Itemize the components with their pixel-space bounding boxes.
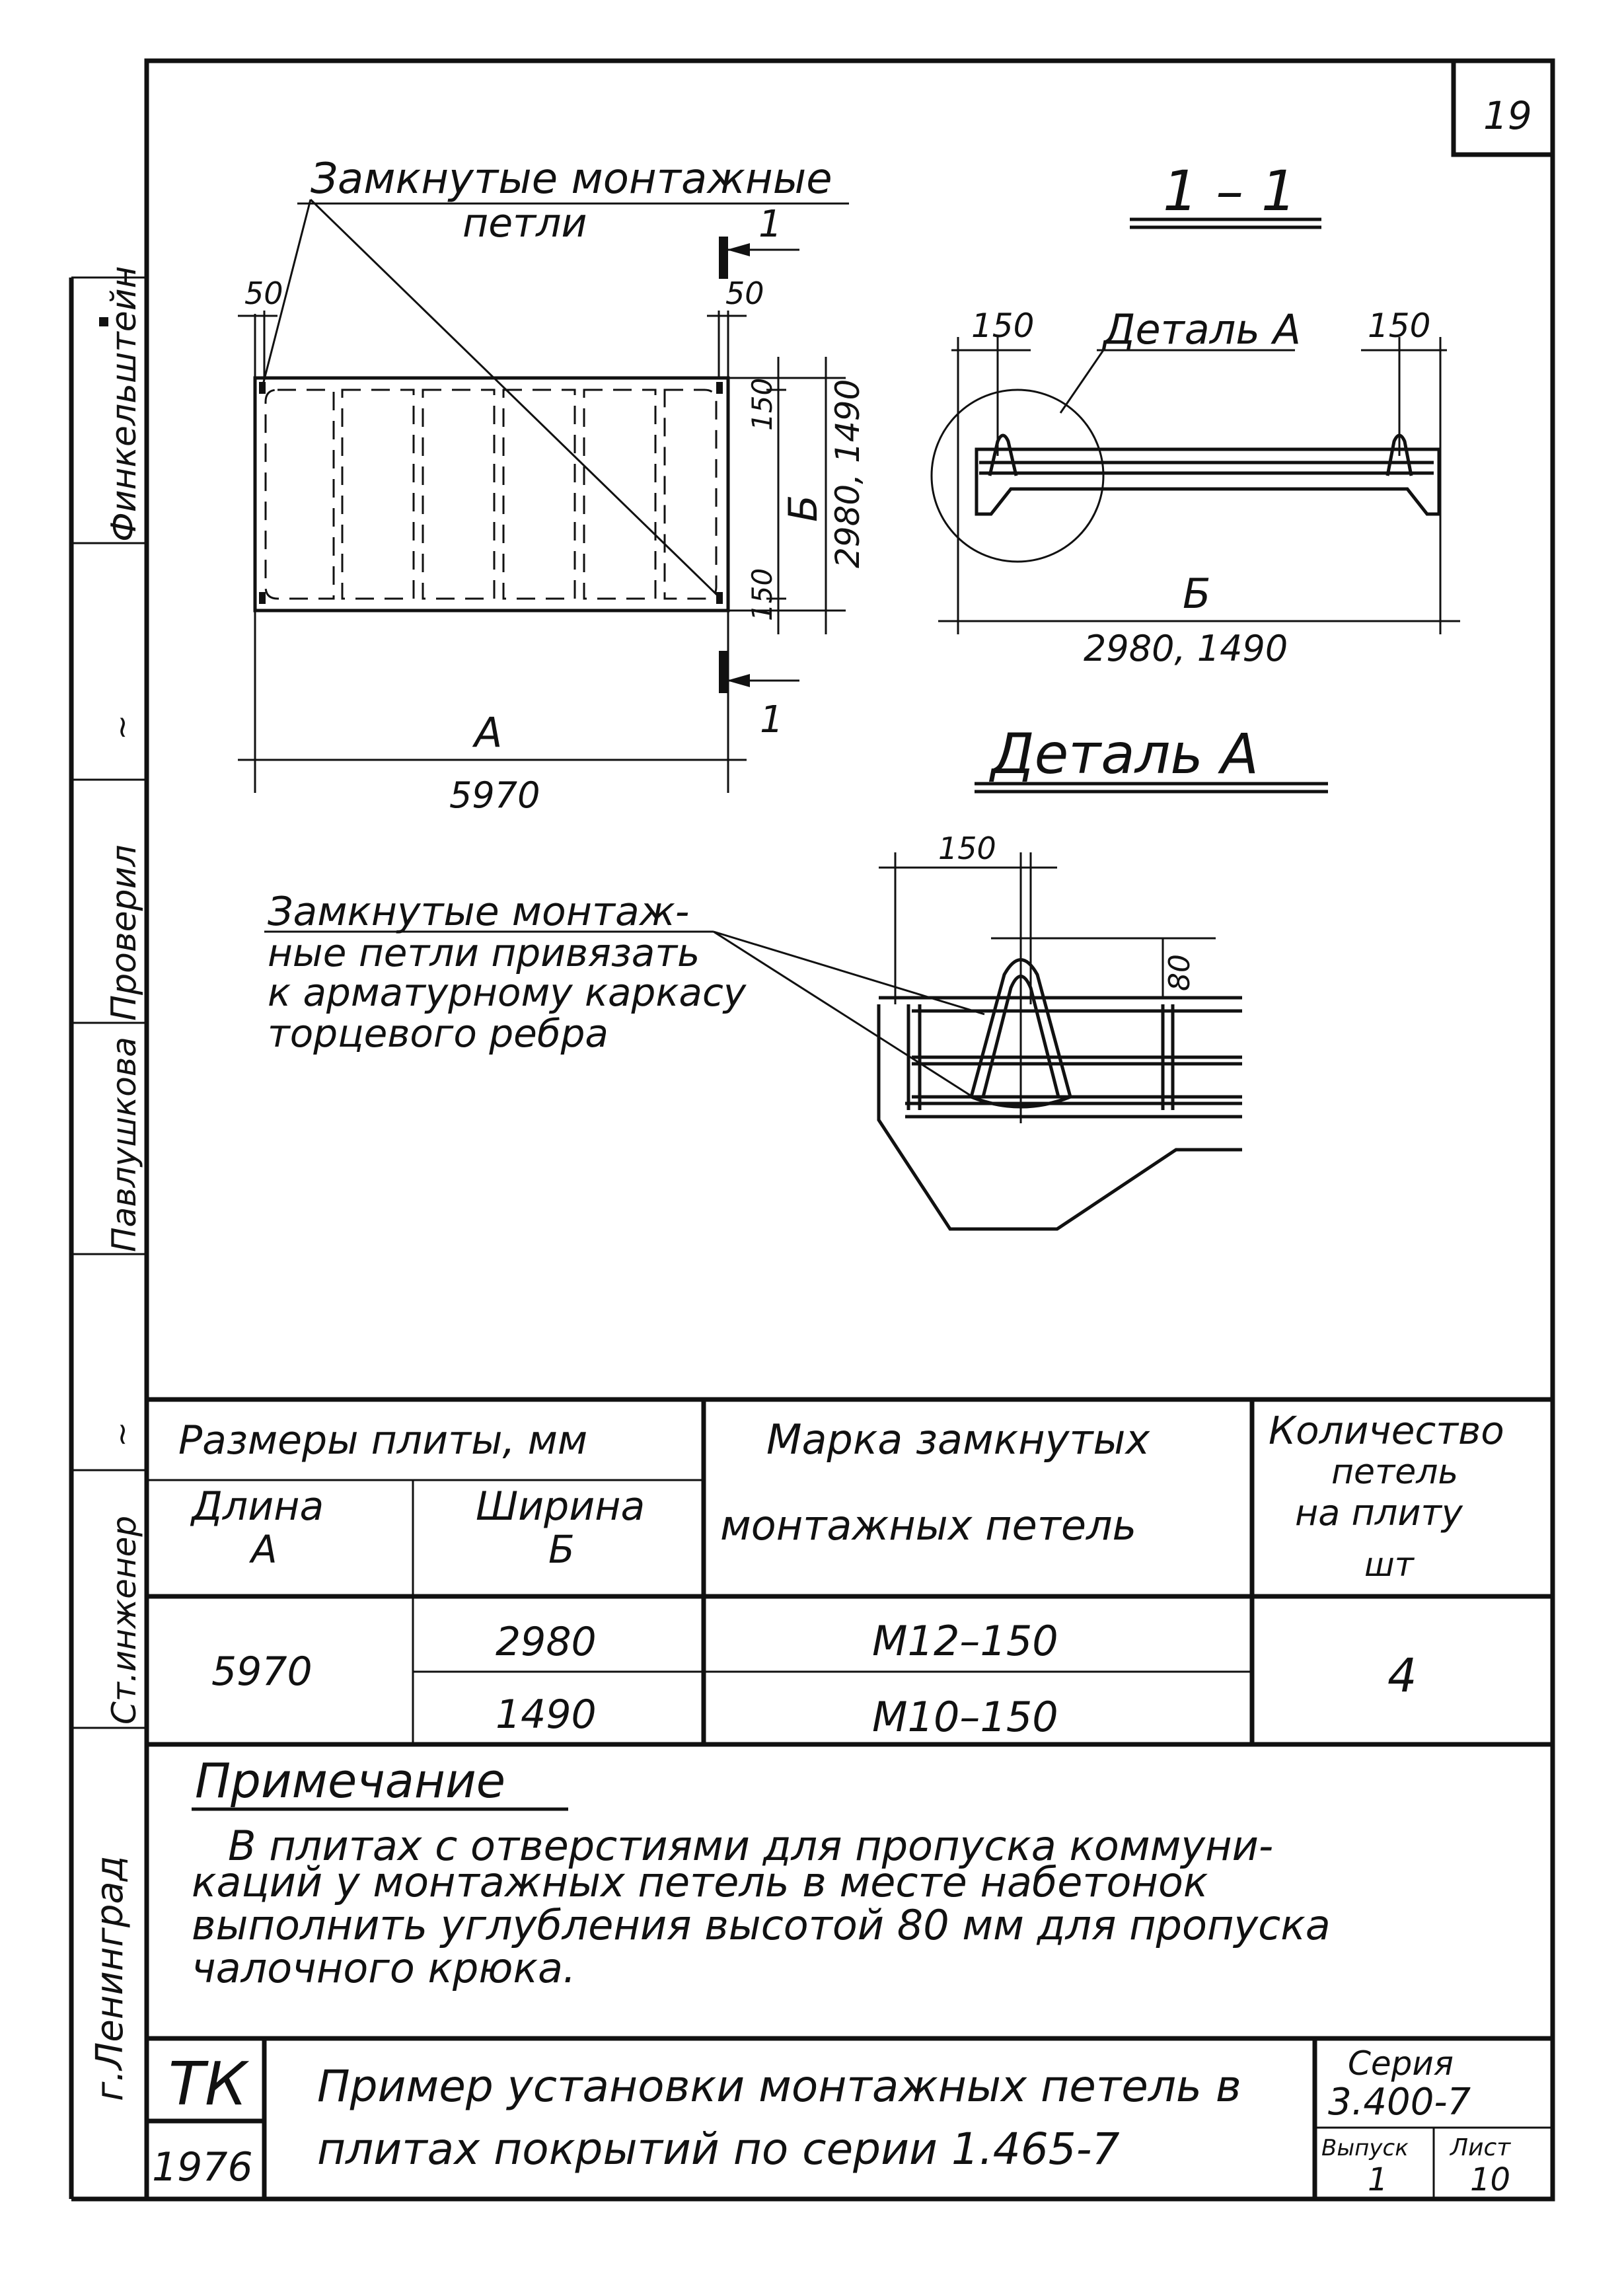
- detail-loop: [969, 958, 1072, 1109]
- table-header-qty-line2: петель: [1331, 1452, 1458, 1492]
- plan-cut-mark-bottom: 1: [760, 698, 784, 741]
- section-dim-B-letter: Б: [1183, 570, 1211, 618]
- section-loop-left: [988, 433, 1018, 476]
- side-city: г.Ленинград: [89, 1856, 131, 2101]
- detail-note-line3: к арматурному каркасу: [268, 970, 747, 1015]
- section-detail-label: Деталь А: [1101, 305, 1301, 354]
- cut-mark-bottom-bar: [719, 651, 728, 693]
- sheet-number-box: [1451, 58, 1555, 157]
- plan-rib-panels: [264, 389, 718, 600]
- plan-dim-50-left: 50: [244, 276, 283, 311]
- stamp-square-mark: [99, 317, 108, 326]
- detail-slab-profile: [877, 996, 1242, 1231]
- spec-table-grid: [147, 1397, 1553, 1747]
- detail-dim-80: 80: [1163, 954, 1197, 991]
- title-year: 1976: [152, 2144, 253, 2190]
- table-length-value: 5970: [211, 1649, 313, 1695]
- table-header-qty-line1: Количество: [1269, 1408, 1504, 1453]
- title-org: ТК: [168, 2050, 250, 2119]
- section-title: 1 – 1: [1163, 159, 1296, 223]
- title-sheet-value: 10: [1470, 2161, 1510, 2198]
- note-line2: каций у монтажных петель в месте набетон…: [192, 1858, 1208, 1906]
- table-row1-mark: М12–150: [872, 1617, 1058, 1665]
- note-line1: В плитах с отверстиями для пропуска комм…: [228, 1822, 1273, 1870]
- section-dim-150-left: 150: [971, 307, 1034, 345]
- plan-loop-mark-tr: [716, 382, 723, 394]
- table-header-mark-line2: монтажных петель: [720, 1501, 1136, 1549]
- plan-loop-mark-bl: [259, 592, 266, 604]
- table-header-sizes: Размеры плиты, мм: [178, 1417, 587, 1464]
- section-slab-profile: [975, 447, 1441, 516]
- plan-loop-mark-br: [716, 592, 723, 604]
- side-finkelshtein: Финкельштейн: [104, 266, 144, 542]
- note-line3: выполнить углубления высотой 80 мм для п…: [192, 1901, 1331, 1949]
- side-senior-engineer: Ст.инженер: [105, 1516, 143, 1725]
- detail-cage-bars: [906, 1004, 1175, 1110]
- title-block-grid: [147, 2036, 1553, 2199]
- plan-loops-label-line1: Замкнутые монтажные: [311, 155, 832, 204]
- plan-leader-2: [309, 198, 721, 599]
- sheet-frame: [144, 58, 1555, 2202]
- plan-dim-B-value: 2980, 1490: [829, 379, 867, 568]
- table-header-width: Ширина: [476, 1483, 645, 1530]
- table-header-length: Длина: [190, 1483, 324, 1530]
- note-line4: чалочного крюка.: [192, 1944, 576, 1992]
- detail-leader-2: [713, 930, 978, 1101]
- table-header-qty-line3: на плиту: [1295, 1492, 1463, 1534]
- title-line1: Пример установки монтажных петель в: [317, 2061, 1241, 2112]
- table-header-qty-line4: шт: [1364, 1545, 1415, 1584]
- table-header-length-sym: А: [248, 1527, 277, 1572]
- title-line2: плитах покрытий по серии 1.465-7: [317, 2124, 1120, 2175]
- plan-dim-150-bottom: 150: [746, 568, 778, 621]
- cut-mark-top-bar: [719, 237, 728, 279]
- title-issue-value: 1: [1368, 2161, 1388, 2198]
- note-title: Примечание: [195, 1753, 505, 1808]
- plan-loop-mark-tl: [259, 382, 266, 394]
- side-checked: Проверил: [104, 844, 144, 1021]
- title-series-label: Серия: [1348, 2044, 1454, 2083]
- detail-title: Деталь А: [988, 722, 1259, 786]
- detail-note-line2: ные петли привязать: [268, 930, 700, 975]
- table-row2-width: 1490: [496, 1692, 597, 1738]
- detail-note-line1: Замкнутые монтаж-: [268, 889, 689, 935]
- title-issue-label: Выпуск: [1321, 2135, 1409, 2161]
- table-row2-mark: М10–150: [872, 1693, 1058, 1741]
- sheet-number: 19: [1483, 93, 1532, 138]
- section-dim-B-value: 2980, 1490: [1084, 628, 1288, 669]
- section-detail-circle: [930, 389, 1105, 563]
- title-series-value: 3.400-7: [1328, 2081, 1471, 2124]
- title-sheet-label: Лист: [1449, 2134, 1511, 2161]
- plan-dim-A-letter: А: [472, 708, 502, 757]
- table-header-mark-line1: Марка замкнутых: [766, 1415, 1150, 1464]
- detail-dim-150: 150: [938, 831, 996, 866]
- table-qty-value: 4: [1387, 1649, 1417, 1703]
- plan-leader-1: [262, 199, 312, 385]
- section-loop-right: [1385, 433, 1413, 476]
- plan-loops-label-line2: петли: [462, 200, 587, 246]
- detail-note-line4: торцевого ребра: [268, 1011, 609, 1056]
- plan-dim-A-value: 5970: [449, 774, 540, 816]
- plan-cut-mark-top: 1: [758, 203, 782, 246]
- table-row1-width: 2980: [496, 1619, 597, 1665]
- side-pavlushkova: Павлушкова: [105, 1037, 143, 1252]
- side-signature-2: ~: [104, 1421, 139, 1447]
- plan-dim-150-top: 150: [746, 378, 778, 431]
- detail-leader-1: [713, 930, 985, 1016]
- plan-dim-B-letter: Б: [780, 495, 827, 522]
- table-header-width-sym: Б: [548, 1527, 575, 1572]
- plan-slab-outline: [253, 376, 730, 613]
- plan-dim-50-right: 50: [725, 276, 764, 311]
- side-signature-1: ~: [104, 714, 139, 740]
